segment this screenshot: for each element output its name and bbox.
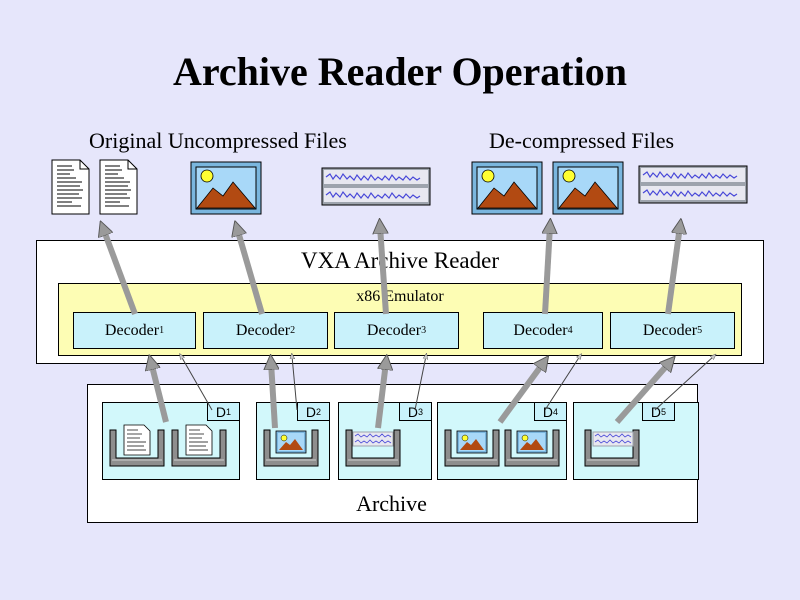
data-tag-number: 4 bbox=[553, 406, 559, 417]
output-arrow bbox=[665, 226, 680, 315]
archive-reader-label: VXA Archive Reader bbox=[301, 248, 499, 273]
decoder-label: Decoder bbox=[366, 321, 422, 339]
output-arrow bbox=[237, 228, 265, 315]
data-arrow bbox=[271, 362, 275, 429]
original-files-label: Original Uncompressed Files bbox=[89, 128, 347, 153]
data-tag-label: D bbox=[305, 403, 317, 420]
data-tag-number: 1 bbox=[226, 406, 232, 417]
archive-label: Archive bbox=[356, 491, 427, 516]
page-title: Archive Reader Operation bbox=[172, 49, 627, 94]
emulator-label: x86 Emulator bbox=[356, 288, 444, 305]
decoder-label: Decoder bbox=[235, 321, 291, 339]
decoder-label: Decoder bbox=[513, 321, 568, 339]
data-arrow bbox=[375, 362, 386, 429]
data-tag-number: 3 bbox=[418, 406, 424, 417]
data-tag-label: D bbox=[407, 403, 419, 420]
data-tag-label: D bbox=[542, 403, 554, 420]
decoder-number: 1 bbox=[159, 325, 165, 336]
decoder-number: 3 bbox=[421, 325, 427, 336]
code-arrow bbox=[181, 356, 213, 411]
data-arrow bbox=[497, 362, 544, 424]
data-arrow bbox=[614, 362, 670, 424]
code-arrow bbox=[414, 356, 426, 411]
code-arrow bbox=[544, 356, 580, 411]
code-arrow bbox=[654, 356, 714, 411]
decoder-number: 4 bbox=[567, 325, 573, 336]
decompressed-files-label: De-compressed Files bbox=[489, 128, 675, 153]
output-arrow bbox=[545, 226, 550, 315]
decoder-label: Decoder bbox=[642, 321, 698, 339]
output-arrow bbox=[103, 228, 138, 316]
data-arrow bbox=[151, 362, 169, 423]
decoder-label: Decoder bbox=[104, 321, 160, 339]
output-arrow bbox=[380, 226, 389, 315]
data-tag-label: D bbox=[215, 403, 227, 420]
data-tag-number: 2 bbox=[316, 406, 322, 417]
data-tag-number: 5 bbox=[661, 406, 667, 417]
decoder-number: 5 bbox=[697, 325, 703, 336]
code-arrow bbox=[292, 356, 298, 411]
data-tag-label: D bbox=[650, 403, 662, 420]
decoder-number: 2 bbox=[290, 325, 296, 336]
